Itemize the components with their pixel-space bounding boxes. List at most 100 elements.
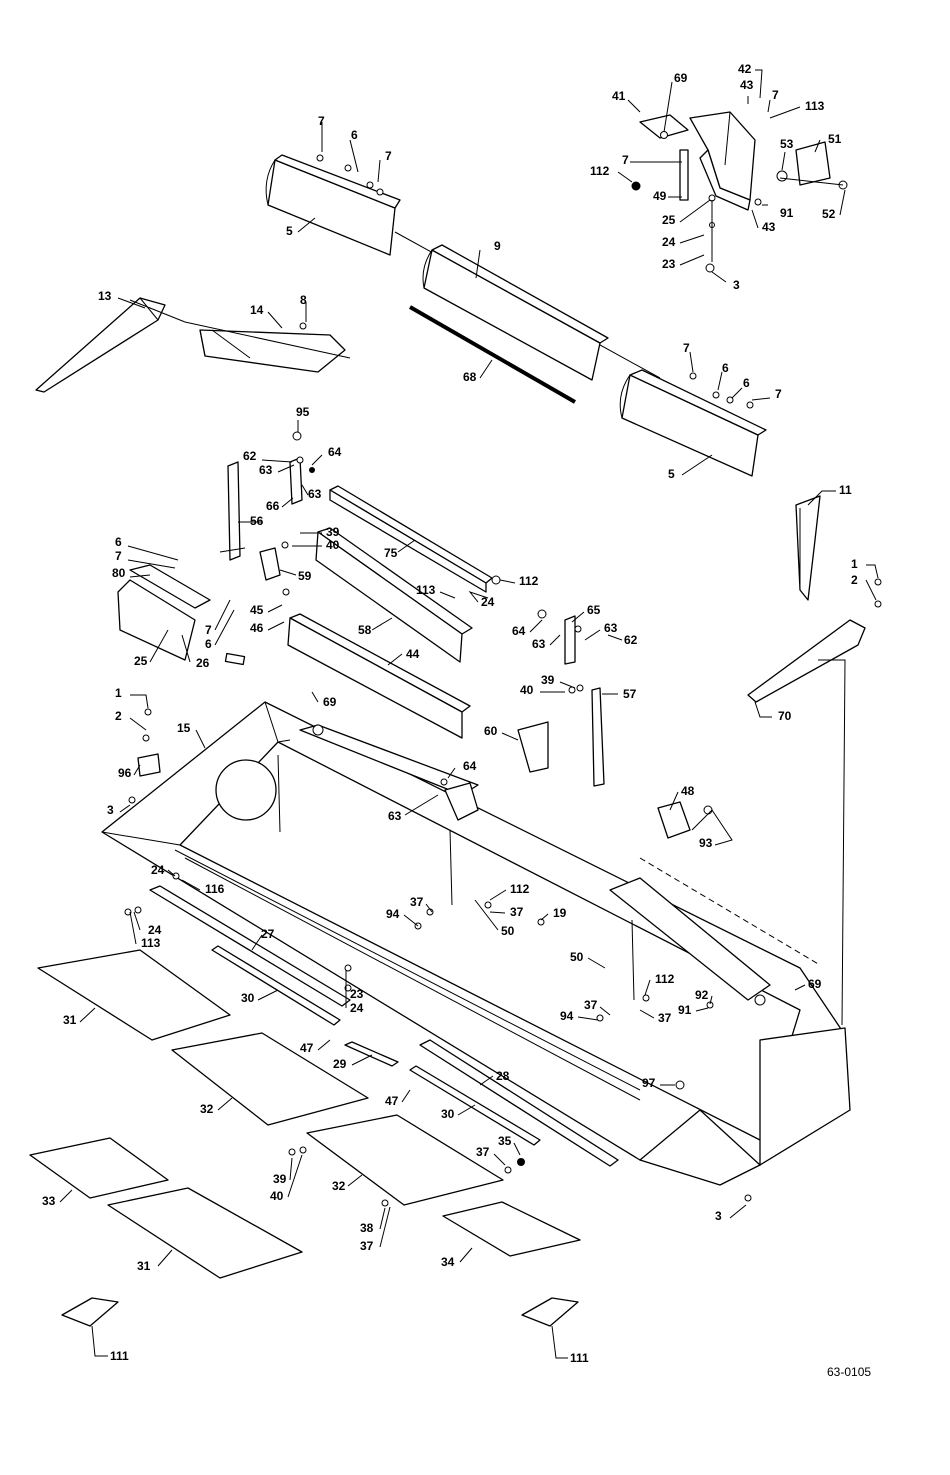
hood-right-section xyxy=(619,369,767,477)
leader-line-3 xyxy=(711,271,727,283)
leader-line-37 xyxy=(425,903,433,913)
leader-line-63 xyxy=(277,464,295,473)
leader-line-53 xyxy=(781,151,786,171)
leader-line-39 xyxy=(289,1157,293,1181)
callout-62: 62 xyxy=(624,633,638,647)
floor-strip-29 xyxy=(344,1041,399,1067)
callout-113: 113 xyxy=(805,99,825,113)
leader-line-63 xyxy=(584,629,601,641)
callout-11: 11 xyxy=(839,483,852,497)
callout-19: 19 xyxy=(553,906,567,920)
leader-line-60 xyxy=(501,732,519,741)
leader-line-6 xyxy=(127,545,179,561)
callout-96: 96 xyxy=(118,766,132,780)
callout-7: 7 xyxy=(115,549,122,563)
skid-plate-32b xyxy=(306,1114,504,1206)
leader-line-63 xyxy=(404,794,439,816)
callout-111: 111 xyxy=(110,1349,129,1363)
skid-plate-31a xyxy=(37,949,231,1041)
callout-57: 57 xyxy=(623,687,637,701)
end-hood-assembly xyxy=(631,111,848,273)
callout-94: 94 xyxy=(386,907,400,921)
callout-32: 32 xyxy=(332,1179,346,1193)
callout-111: 111 xyxy=(570,1351,589,1365)
leader-line-112 xyxy=(644,979,651,996)
callout-14: 14 xyxy=(250,303,264,317)
callout-6: 6 xyxy=(115,535,122,549)
callout-56: 56 xyxy=(250,514,264,528)
leader-line-29 xyxy=(351,1054,373,1066)
callout-7: 7 xyxy=(775,387,782,401)
callout-93: 93 xyxy=(699,836,713,850)
leader-line-69 xyxy=(311,691,319,703)
callout-112: 112 xyxy=(655,972,675,986)
leader-line-66 xyxy=(281,497,294,508)
leader-line-91 xyxy=(695,1007,709,1012)
callout-7: 7 xyxy=(772,88,779,102)
floor-strip-27 xyxy=(149,885,351,1007)
callout-24: 24 xyxy=(481,595,495,609)
callout-64: 64 xyxy=(328,445,342,459)
leader-line-42 xyxy=(755,69,763,99)
leader-line-13 xyxy=(117,297,146,309)
callout-47: 47 xyxy=(385,1094,399,1108)
callout-32: 32 xyxy=(200,1102,214,1116)
callout-63: 63 xyxy=(604,621,618,635)
callout-64: 64 xyxy=(463,759,477,773)
leader-line-7 xyxy=(127,559,176,569)
leader-line-25 xyxy=(149,629,169,663)
leader-line-47 xyxy=(317,1039,331,1051)
callout-41: 41 xyxy=(612,89,626,103)
leader-line-7 xyxy=(377,159,381,183)
callout-8: 8 xyxy=(300,293,307,307)
callout-24: 24 xyxy=(151,863,165,877)
leader-line-37 xyxy=(639,1009,655,1019)
leader-line-44 xyxy=(387,653,403,666)
leader-line-93 xyxy=(691,809,733,846)
callout-37: 37 xyxy=(476,1145,490,1159)
callout-63: 63 xyxy=(388,809,402,823)
callout-3: 3 xyxy=(715,1209,722,1223)
leader-line-111 xyxy=(551,1325,568,1359)
callout-45: 45 xyxy=(250,603,264,617)
callout-2: 2 xyxy=(851,573,858,587)
callout-113: 113 xyxy=(416,583,436,597)
callout-37: 37 xyxy=(410,895,424,909)
callout-70: 70 xyxy=(778,709,792,723)
callout-116: 116 xyxy=(205,882,225,896)
leader-line-14 xyxy=(267,311,283,329)
leader-line-5 xyxy=(297,217,316,233)
callout-6: 6 xyxy=(351,128,358,142)
leader-line-25 xyxy=(679,199,711,223)
leader-line-26 xyxy=(181,634,191,663)
bracket-96 xyxy=(128,708,161,804)
leader-line-24 xyxy=(167,869,176,877)
callout-42: 42 xyxy=(738,62,752,76)
channel-44 xyxy=(287,613,471,739)
skid-plate-34 xyxy=(442,1201,581,1257)
callout-40: 40 xyxy=(520,683,534,697)
leader-line-65 xyxy=(571,611,585,623)
leader-line-32 xyxy=(217,1097,233,1111)
leader-line-24 xyxy=(133,911,141,931)
callout-64: 64 xyxy=(512,624,526,638)
callout-46: 46 xyxy=(250,621,264,635)
callout-25: 25 xyxy=(662,213,676,227)
callout-40: 40 xyxy=(270,1189,284,1203)
callout-43: 43 xyxy=(762,220,776,234)
leader-line-80 xyxy=(129,574,151,578)
callout-112: 112 xyxy=(519,574,539,588)
callout-113: 113 xyxy=(141,936,161,950)
callout-7: 7 xyxy=(622,153,629,167)
callout-43: 43 xyxy=(740,78,754,92)
leader-line-59 xyxy=(279,569,297,576)
callout-112: 112 xyxy=(590,164,610,178)
leader-line-2 xyxy=(129,717,147,731)
leader-line-28 xyxy=(479,1075,494,1086)
callout-34: 34 xyxy=(441,1255,455,1269)
leader-line-70 xyxy=(754,701,772,718)
skid-plate-33 xyxy=(29,1137,169,1199)
leader-line-39 xyxy=(559,681,576,689)
callout-59: 59 xyxy=(298,569,312,583)
